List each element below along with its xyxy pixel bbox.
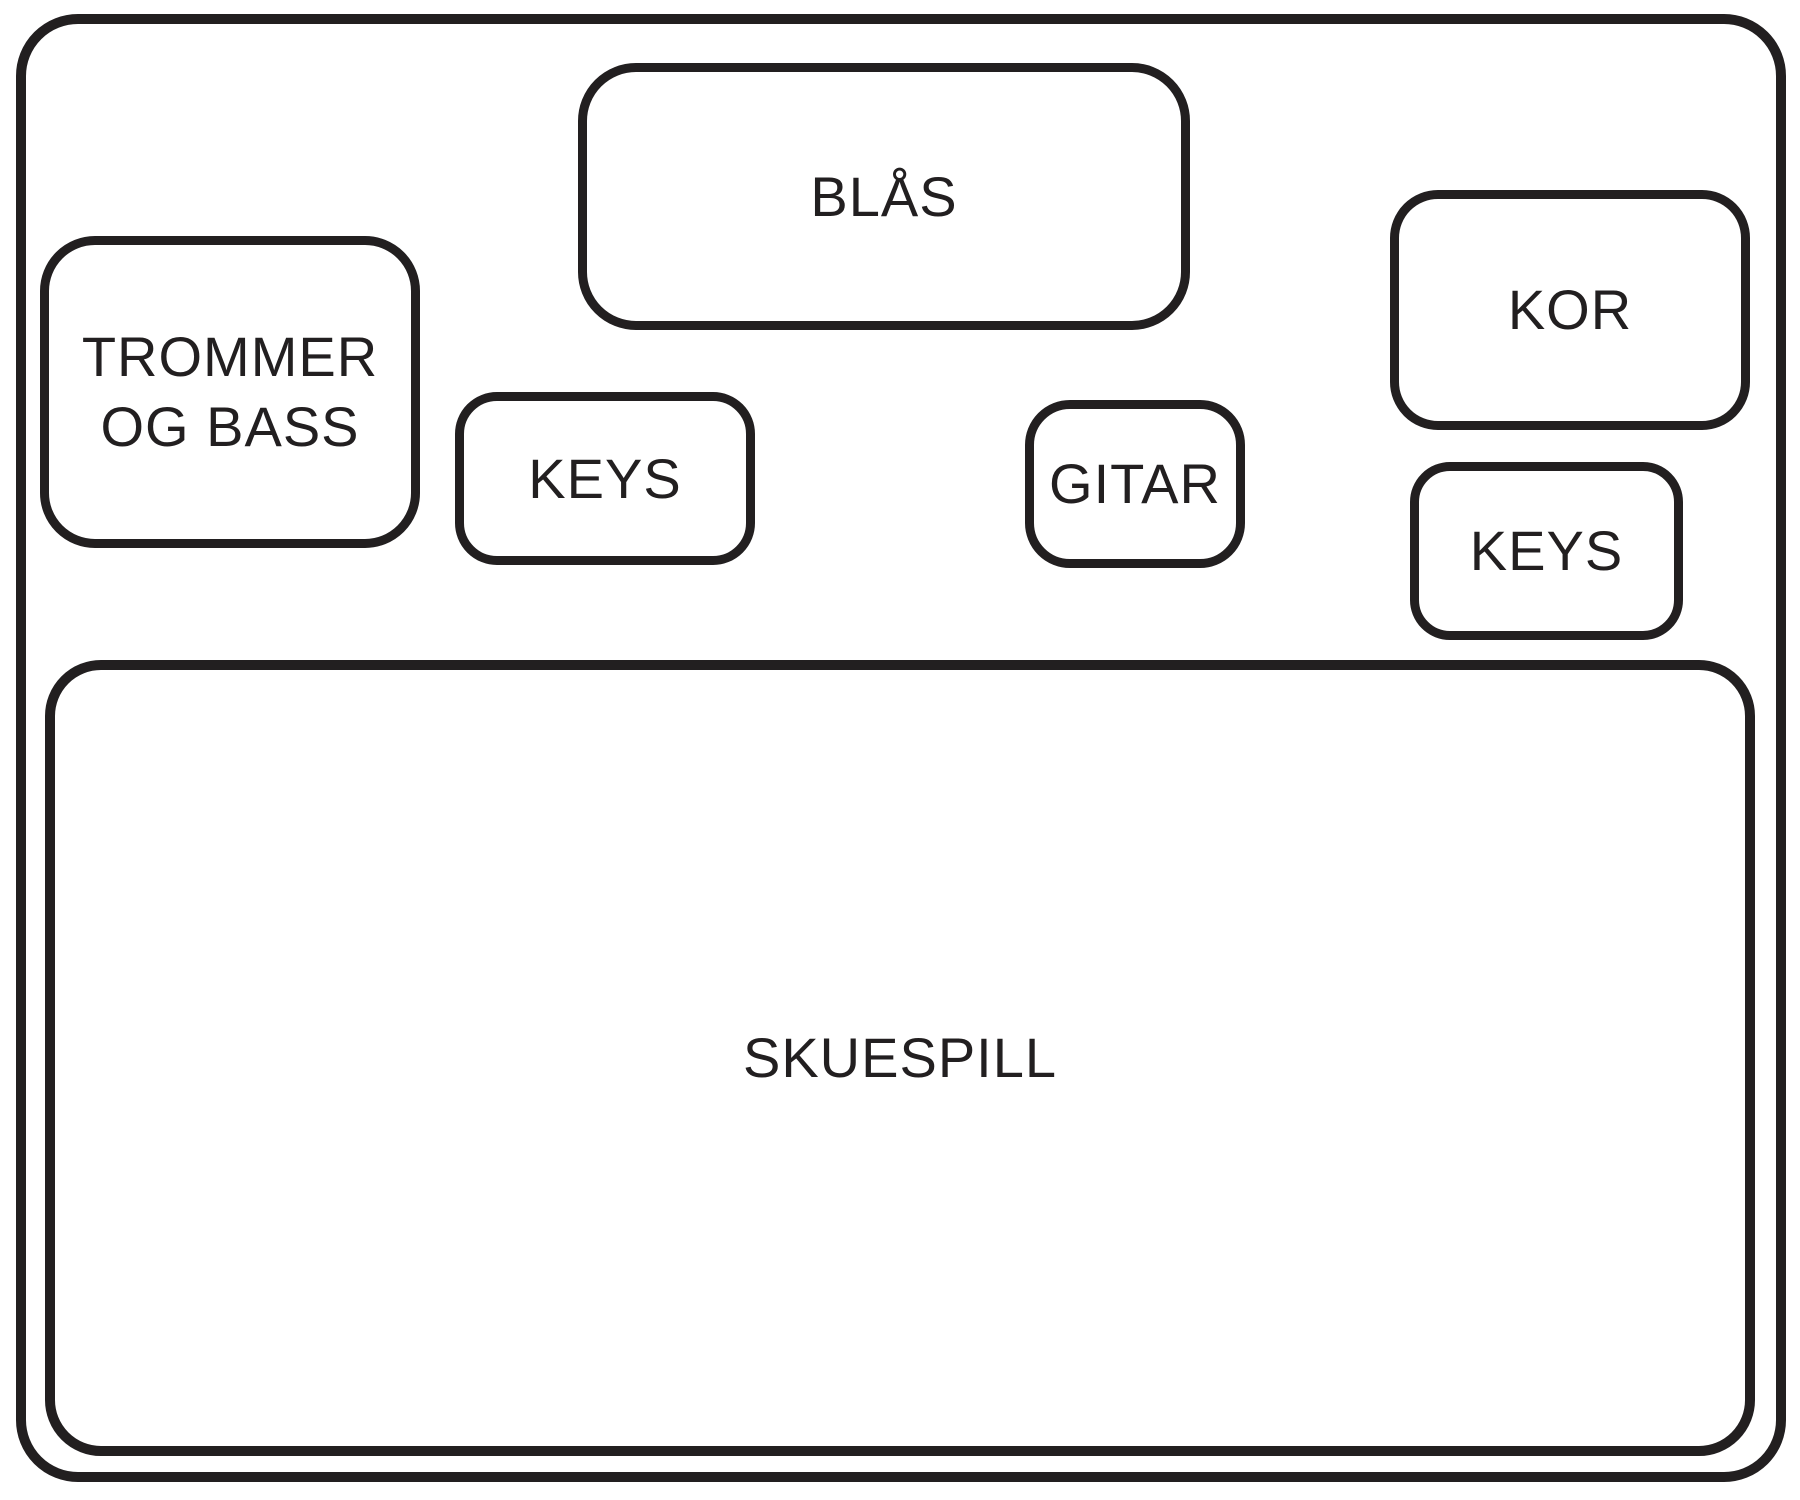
zone-gitar: GITAR [1025,400,1245,568]
zone-skuespill-label: SKUESPILL [742,1026,1058,1089]
zone-blas-label: BLÅS [810,164,958,228]
zone-trommer-og-bass-label: TROMMER OG BASS [81,325,379,458]
zone-kor: KOR [1390,190,1750,430]
zone-kor-label: KOR [1507,278,1633,341]
zone-blas: BLÅS [578,63,1190,330]
zone-keys-left-label: KEYS [528,446,682,510]
zone-keys-right-label: KEYS [1469,519,1624,582]
zone-keys-right: KEYS [1410,462,1683,640]
zone-skuespill: SKUESPILL [45,660,1755,1456]
zone-keys-left: KEYS [455,392,755,565]
zone-gitar-label: GITAR [1049,452,1221,515]
zone-trommer-og-bass: TROMMER OG BASS [40,236,420,548]
